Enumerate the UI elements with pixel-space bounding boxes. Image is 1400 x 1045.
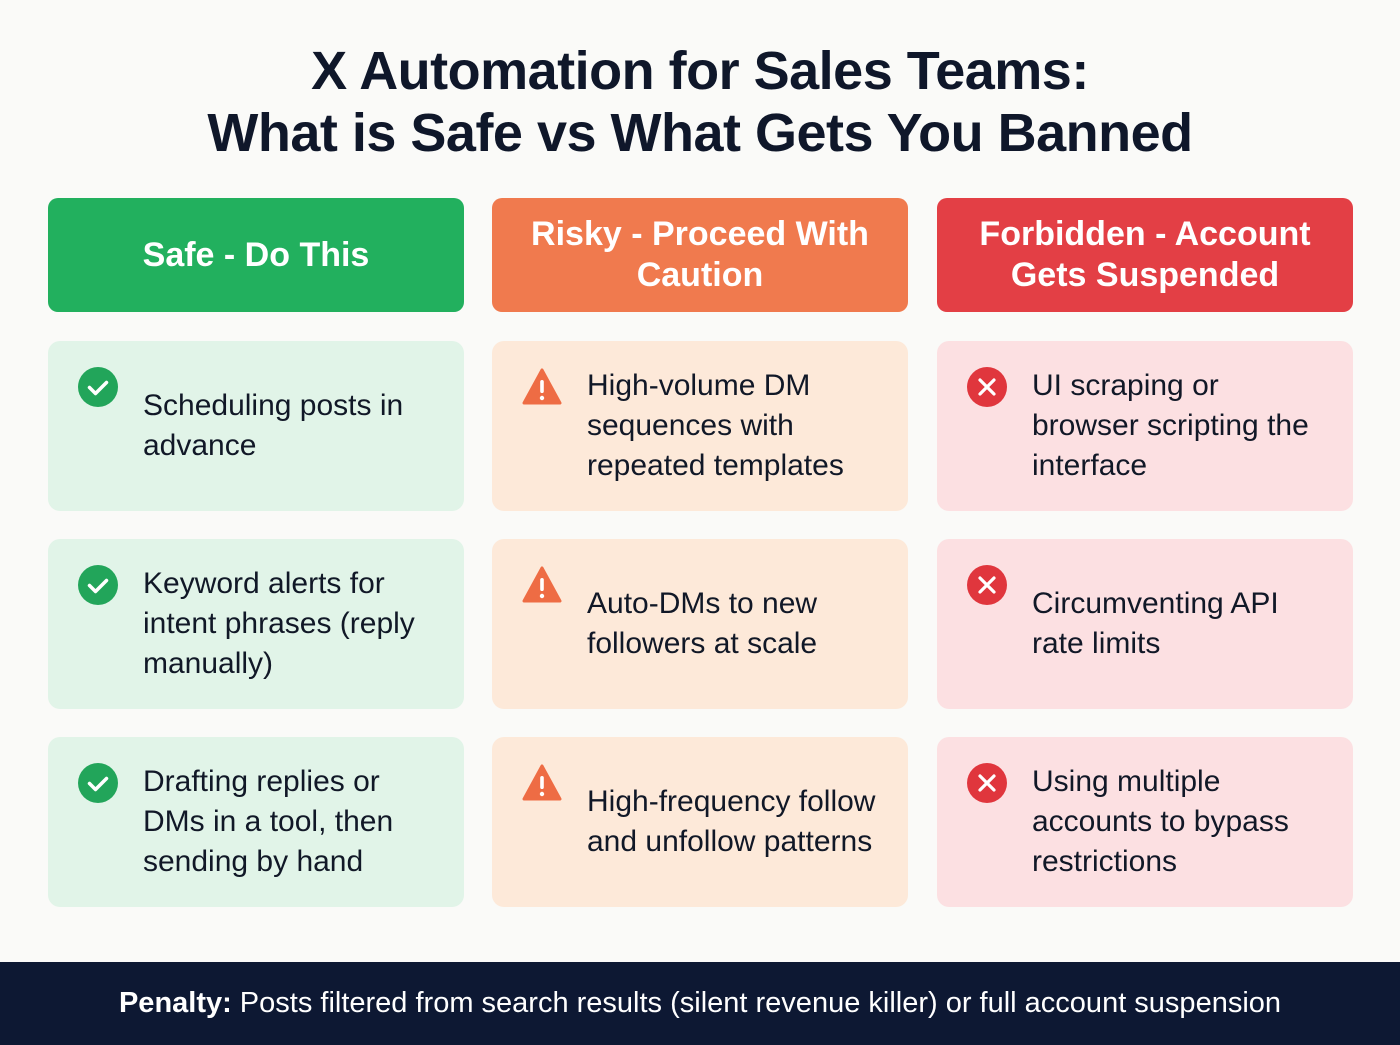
list-item: High-frequency follow and unfollow patte…: [492, 737, 908, 907]
penalty-footer: Penalty: Posts filtered from search resu…: [0, 962, 1400, 1045]
check-circle-icon: [78, 367, 118, 407]
warning-triangle-icon: [522, 566, 562, 603]
column-header-safe: Safe - Do This: [48, 198, 464, 312]
list-item: Scheduling posts in advance: [48, 341, 464, 511]
item-text: Using multiple accounts to bypass restri…: [1032, 765, 1289, 878]
title-line-1: X Automation for Sales Teams:: [311, 41, 1089, 101]
title-line-2: What is Safe vs What Gets You Banned: [207, 103, 1193, 163]
column-header-forbidden: Forbidden - Account Gets Suspended: [937, 198, 1353, 312]
item-text: High-frequency follow and unfollow patte…: [587, 785, 876, 858]
item-text: Scheduling posts in advance: [143, 389, 404, 462]
item-text: Keyword alerts for intent phrases (reply…: [143, 567, 415, 680]
penalty-label: Penalty:: [118, 987, 232, 1019]
check-circle-icon: [78, 763, 118, 803]
check-circle-icon: [78, 565, 118, 605]
column-header-risky: Risky - Proceed With Caution: [492, 198, 908, 312]
item-text: Drafting replies or DMs in a tool, then …: [143, 765, 394, 878]
warning-triangle-icon: [522, 764, 562, 801]
item-text: Circumventing API rate limits: [1032, 587, 1279, 660]
column-risky: Risky - Proceed With Caution High-volume…: [492, 198, 908, 907]
warning-triangle-icon: [522, 368, 562, 405]
x-circle-icon: [967, 565, 1007, 605]
item-text: UI scraping or browser scripting the int…: [1032, 369, 1309, 482]
x-circle-icon: [967, 367, 1007, 407]
x-circle-icon: [967, 763, 1007, 803]
list-item: Auto-DMs to new followers at scale: [492, 539, 908, 709]
list-item: Keyword alerts for intent phrases (reply…: [48, 539, 464, 709]
item-text: High-volume DM sequences with repeated t…: [587, 369, 844, 482]
column-safe: Safe - Do This Scheduling posts in advan…: [48, 198, 464, 907]
list-item: Circumventing API rate limits: [937, 539, 1353, 709]
page-title: X Automation for Sales Teams: What is Sa…: [0, 40, 1400, 164]
item-text: Auto-DMs to new followers at scale: [587, 587, 818, 660]
list-item: Drafting replies or DMs in a tool, then …: [48, 737, 464, 907]
list-item: UI scraping or browser scripting the int…: [937, 341, 1353, 511]
list-item: High-volume DM sequences with repeated t…: [492, 341, 908, 511]
list-item: Using multiple accounts to bypass restri…: [937, 737, 1353, 907]
penalty-text: Posts filtered from search results (sile…: [239, 987, 1282, 1019]
column-forbidden: Forbidden - Account Gets Suspended UI sc…: [937, 198, 1353, 907]
